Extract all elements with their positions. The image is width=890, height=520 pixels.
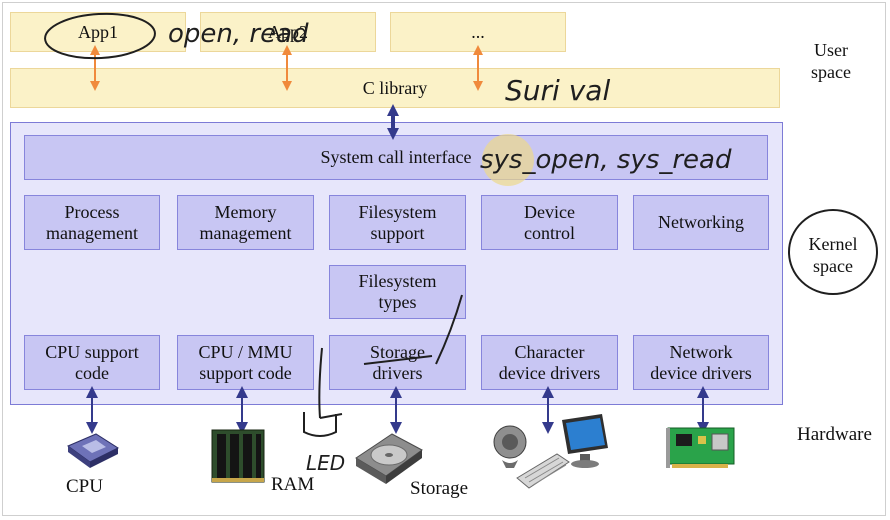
cpu-chip-icon [66,433,120,468]
led-pointer-mark [318,347,343,419]
cpu-mmu-support-code-label: CPU / MMU support code [198,341,293,383]
hardware-label: Hardware [797,424,872,445]
ram-label: RAM [271,474,315,495]
character-device-drivers-box: Character device drivers [481,335,618,390]
network-card-icon [666,427,735,468]
filesystem-types-box: Filesystem types [329,265,466,319]
device-control-box: Device control [481,195,618,250]
character-device-drivers-label: Character device drivers [498,341,601,383]
storage-label: Storage [410,478,469,499]
user-space-label: User space [811,40,851,82]
led-symbol-mark [303,412,337,437]
storage-strike-mark [363,355,433,365]
fs-to-storage-mark [435,294,463,365]
filesystem-support-label: Filesystem support [358,201,437,243]
cursor-highlight [482,134,534,186]
led-note: LED [306,451,345,475]
open-read-note: open, read [168,19,309,49]
hard-disk-icon [355,433,423,484]
network-device-drivers-label: Network device drivers [650,341,752,383]
memory-management-box: Memory management [177,195,314,250]
syscall-interface-box: System call interface [24,135,768,180]
c-library-label: C library [362,77,428,98]
library-note: Suri val [505,74,610,107]
networking-label: Networking [658,212,744,232]
speaker-icon [493,425,527,468]
monitor-icon [562,414,608,468]
app-more-box: ... [390,12,566,52]
process-management-box: Process management [24,195,160,250]
networking-box: Networking [633,195,769,250]
cpu-label: CPU [66,476,103,497]
app1-label: App1 [78,21,118,42]
storage-drivers-box: Storage drivers [329,335,466,390]
filesystem-types-label: Filesystem types [358,271,437,312]
kernel-space-label: Kernel space [808,234,858,276]
keyboard-icon [516,453,570,489]
app1-circle-mark [44,12,156,60]
syscall-interface-label: System call interface [320,147,472,167]
app2-label: App2 [268,21,308,42]
cpu-support-code-box: CPU support code [24,335,160,390]
cpu-mmu-support-code-box: CPU / MMU support code [177,335,314,390]
sys-open-read-note: sys_open, sys_read [480,145,732,175]
network-device-drivers-box: Network device drivers [633,335,769,390]
storage-drivers-label: Storage drivers [370,341,425,383]
app-more-label: ... [471,21,485,42]
device-control-label: Device control [524,201,575,243]
process-management-label: Process management [46,201,138,243]
cpu-support-code-label: CPU support code [45,341,139,383]
kernel-space-circle-mark [788,209,878,295]
memory-management-label: Memory management [199,201,292,243]
ram-module-icon [211,429,265,483]
filesystem-support-box: Filesystem support [329,195,466,250]
